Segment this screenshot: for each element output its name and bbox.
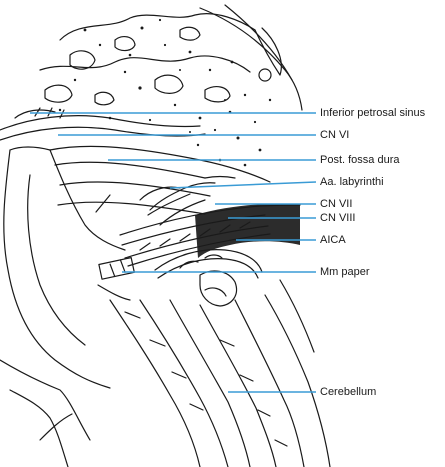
petrous-bone-texture	[39, 4, 303, 111]
label-aica: AICA	[320, 234, 346, 246]
label-cn-vi: CN VI	[320, 129, 350, 141]
leader-lines	[30, 112, 317, 393]
cerebellum-folia	[97, 279, 331, 467]
label-inferior-petrosal-sinus: Inferior petrosal sinus	[320, 107, 426, 119]
flocculus-region	[199, 270, 238, 307]
label-cerebellum: Cerebellum	[320, 386, 377, 398]
petrosal-sinus-drawing	[0, 107, 206, 141]
dark-cistern	[195, 203, 300, 258]
mm-paper-drawing	[98, 257, 135, 280]
label-cn-viii: CN VIII	[320, 212, 356, 224]
label-cn-vii: CN VII	[320, 198, 353, 210]
bone-speckles	[58, 18, 272, 167]
aica-loop	[154, 249, 263, 279]
leader-aa-labyrinthi	[169, 181, 317, 189]
label-mm-paper: Mm paper	[320, 266, 370, 278]
label-post-fossa-dura: Post. fossa dura	[320, 154, 400, 166]
dura-folds	[49, 145, 271, 251]
label-aa-labyrinthi: Aa. labyrinthi	[320, 176, 384, 188]
brainstem-outline	[0, 146, 111, 467]
